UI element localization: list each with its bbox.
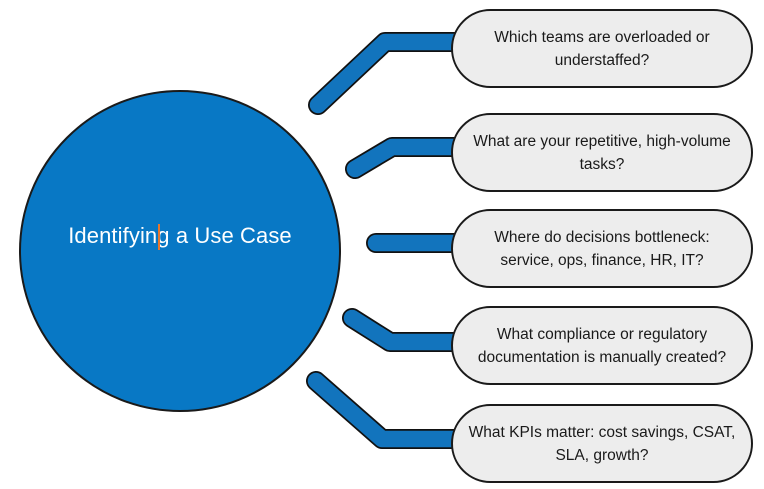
connector-callout-1 — [308, 32, 472, 115]
callout-5[interactable] — [452, 405, 752, 482]
callout-3[interactable] — [452, 210, 752, 287]
connector-group — [306, 32, 472, 449]
callout-shape-5[interactable] — [451, 404, 753, 483]
text-caret — [158, 224, 160, 250]
connector-callout-4 — [342, 308, 472, 352]
callout-1[interactable] — [452, 10, 752, 87]
callout-4[interactable] — [452, 307, 752, 384]
connector-callout-5 — [306, 371, 472, 449]
callout-shape-1[interactable] — [451, 9, 753, 88]
callout-2[interactable] — [452, 114, 752, 191]
callout-shape-4[interactable] — [451, 306, 753, 385]
callout-shape-2[interactable] — [451, 113, 753, 192]
callout-shape-3[interactable] — [451, 209, 753, 288]
connector-callout-2 — [345, 137, 472, 179]
callout-shapes — [451, 9, 753, 483]
hub-circle[interactable] — [19, 90, 341, 412]
